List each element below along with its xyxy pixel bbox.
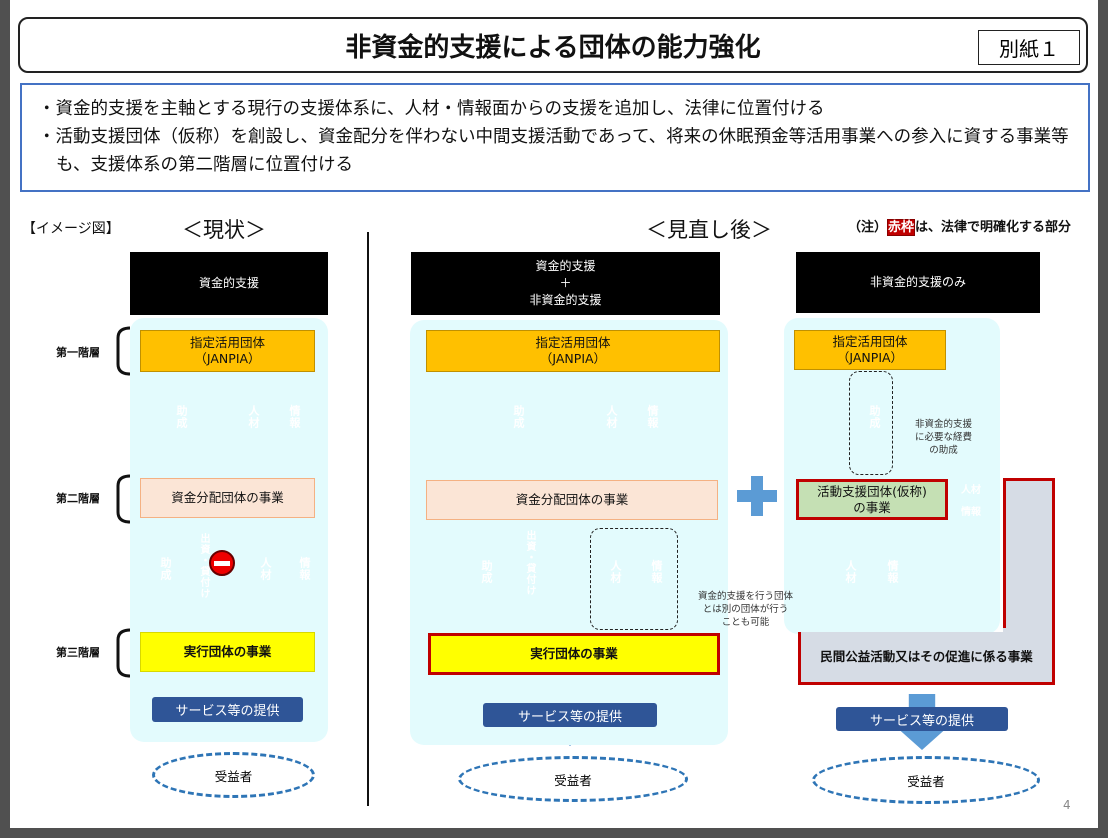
- revised-col1-info-label: 情報: [646, 405, 659, 429]
- current-header: 資金的支援: [130, 252, 328, 315]
- revised-col1-people-label-2: 人材: [609, 560, 622, 584]
- current-beneficiary: 受益者: [152, 752, 315, 798]
- slide: 非資金的支援による団体の能力強化 別紙１ ・資金的支援を主軸とする現行の支援体系…: [10, 0, 1098, 828]
- revised-col1-tier2-box: 資金分配団体の事業: [426, 480, 718, 520]
- current-grant-label-2: 助成: [159, 557, 172, 581]
- current-tier1-box: 指定活用団体 （JANPIA）: [140, 330, 315, 372]
- revised-col1-service-box: サービス等の提供: [483, 703, 657, 727]
- plus-icon-vertical: [751, 476, 763, 516]
- divider: [367, 232, 369, 806]
- revised-col2-panel: [784, 318, 1000, 634]
- current-info-label: 情報: [288, 405, 301, 429]
- revised-col1-grant-label: 助成: [512, 405, 525, 429]
- revised-col1-invest-label: 出資・貸付け: [524, 530, 535, 596]
- revised-col2-people-label-2: 人材: [844, 560, 857, 584]
- no-entry-icon: [209, 550, 235, 576]
- note-prefix: （注）: [848, 220, 888, 235]
- page-number: 4: [1063, 798, 1071, 812]
- tier-bracket-2: [116, 474, 131, 524]
- summary-box: ・資金的支援を主軸とする現行の支援体系に、人材・情報面からの支援を追加し、法律に…: [20, 83, 1090, 192]
- tier-label-1: 第一階層: [56, 346, 100, 359]
- revised-col1-annotation: 資金的支援を行う団体 とは別の団体が行う ことも可能: [698, 591, 794, 628]
- revised-col2-info-label: 情報: [961, 507, 981, 518]
- revised-col2-tier3-box: 民間公益活動又はその促進に係る事業: [798, 632, 1055, 685]
- tier-bracket-1: [116, 326, 131, 376]
- revised-col1-people-label: 人材: [605, 405, 618, 429]
- tier-bracket-3: [116, 628, 131, 678]
- revised-col1-info-label-2: 情報: [650, 560, 663, 584]
- revised-col2-tier2-box: 活動支援団体(仮称) の事業: [796, 479, 948, 520]
- revised-col1-grant-label-2: 助成: [480, 560, 493, 584]
- legend-note: （注）赤枠は、法律で明確化する部分: [848, 216, 1072, 236]
- image-label: 【イメージ図】: [22, 221, 120, 237]
- revised-col1-dashed-group: [590, 528, 678, 630]
- current-people-label-2: 人材: [259, 557, 272, 581]
- revised-col2-annotation: 非資金的支援 に必要な経費 の助成: [915, 419, 973, 456]
- current-people-label: 人材: [247, 405, 260, 429]
- revised-col2-tier1-box: 指定活用団体 （JANPIA）: [794, 330, 946, 370]
- revised-col1-tier1-box: 指定活用団体 （JANPIA）: [426, 330, 720, 372]
- revised-col2-people-label: 人材: [961, 485, 981, 496]
- current-service-box: サービス等の提供: [152, 697, 303, 722]
- revised-heading: ＜見直し後＞: [646, 218, 772, 242]
- current-info-label-2: 情報: [298, 557, 311, 581]
- revised-col2-service-box: サービス等の提供: [836, 707, 1008, 731]
- slide-title: 非資金的支援による団体の能力強化: [18, 17, 1088, 73]
- current-tier2-box: 資金分配団体の事業: [140, 478, 315, 518]
- bullet-2: ・活動支援団体（仮称）を創設し、資金配分を伴わない中間支援活動であって、将来の休…: [38, 127, 1069, 175]
- current-panel: [130, 318, 328, 742]
- revised-col2-beneficiary: 受益者: [812, 756, 1040, 804]
- revised-col1-panel: [410, 320, 728, 745]
- current-tier3-box: 実行団体の事業: [140, 632, 315, 672]
- revised-col2-info-label-2: 情報: [886, 560, 899, 584]
- current-heading: ＜現状＞: [182, 218, 266, 242]
- tier3-joint: [1003, 628, 1052, 636]
- revised-col2-header: 非資金的支援のみ: [796, 252, 1040, 313]
- attachment-label: 別紙１: [978, 30, 1080, 65]
- revised-col1-header: 資金的支援 ＋ 非資金的支援: [411, 252, 720, 315]
- revised-col2-dashed-group: [849, 371, 893, 475]
- revised-col1-tier3-box: 実行団体の事業: [428, 633, 720, 675]
- current-invest-label: 出資・貸付け: [198, 533, 209, 599]
- note-highlight: 赤枠: [887, 219, 916, 236]
- tier-label-2: 第二階層: [56, 492, 100, 505]
- note-suffix: は、法律で明確化する部分: [915, 220, 1072, 235]
- revised-col2-grant-label: 助成: [868, 405, 881, 429]
- bullet-1: ・資金的支援を主軸とする現行の支援体系に、人材・情報面からの支援を追加し、法律に…: [38, 99, 825, 119]
- current-grant-label: 助成: [175, 405, 188, 429]
- revised-col1-beneficiary: 受益者: [458, 756, 688, 802]
- tier-label-3: 第三階層: [56, 646, 100, 659]
